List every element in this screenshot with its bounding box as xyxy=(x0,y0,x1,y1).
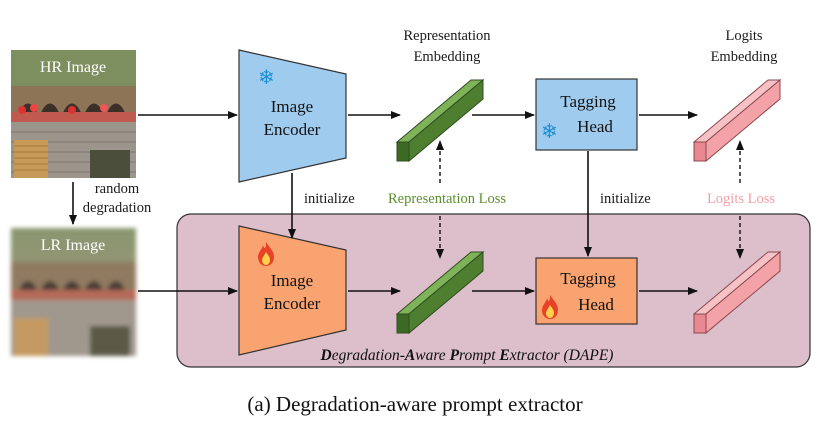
tagging-head-trainable-line2: Head xyxy=(578,295,614,314)
logits-embedding-label-line1: Logits xyxy=(725,28,762,44)
dape-title-w3: rompt xyxy=(459,347,499,364)
initialize-label-right: initialize xyxy=(600,191,651,207)
tagging-head-frozen-line1: Tagging xyxy=(560,92,616,111)
logits-embedding-top xyxy=(692,78,782,163)
logits-loss-label: Logits Loss xyxy=(707,191,775,207)
dape-title-a: A xyxy=(404,347,415,364)
dape-title-p: P xyxy=(450,347,460,364)
image-encoder-frozen xyxy=(238,49,347,183)
flame-icon xyxy=(542,295,558,319)
hr-image xyxy=(11,50,136,178)
representation-embedding-label-line1: Representation xyxy=(404,28,492,44)
dape-title: Degradation-Aware Prompt Extractor (DAPE… xyxy=(320,347,614,364)
logits-embedding-bottom xyxy=(692,250,782,335)
initialize-label-left: initialize xyxy=(304,191,355,207)
snowflake-icon: ❄ xyxy=(541,119,558,143)
tagging-head-trainable-line1: Tagging xyxy=(560,269,616,288)
dape-title-w1: egradation- xyxy=(332,347,405,364)
dape-title-w2: ware xyxy=(415,347,449,364)
representation-loss-label: Representation Loss xyxy=(388,191,506,207)
representation-embedding-label-line2: Embedding xyxy=(414,49,481,65)
dape-title-d: D xyxy=(320,347,332,364)
logits-embedding-label-line2: Embedding xyxy=(711,49,778,65)
image-encoder-trainable-line2: Encoder xyxy=(264,294,321,313)
degradation-label-line2: degradation xyxy=(83,200,152,216)
lr-image-label: LR Image xyxy=(41,237,105,254)
tagging-head-frozen-line2: Head xyxy=(577,117,613,136)
image-encoder-trainable-line1: Image xyxy=(271,271,313,290)
image-encoder-frozen-line1: Image xyxy=(271,97,313,116)
hr-image-label: HR Image xyxy=(40,59,106,76)
snowflake-icon: ❄ xyxy=(258,65,275,89)
tagging-head-frozen xyxy=(535,78,638,151)
flame-icon xyxy=(258,242,274,266)
degradation-label-line1: random xyxy=(95,181,140,197)
lr-image xyxy=(11,228,136,356)
dape-title-e: E xyxy=(498,347,509,364)
dape-title-w4: xtractor (DAPE) xyxy=(509,347,614,364)
representation-embedding-top xyxy=(395,78,485,163)
image-encoder-frozen-line2: Encoder xyxy=(264,120,321,139)
figure-caption: (a) Degradation-aware prompt extractor xyxy=(247,392,582,416)
representation-embedding-bottom xyxy=(395,250,485,335)
